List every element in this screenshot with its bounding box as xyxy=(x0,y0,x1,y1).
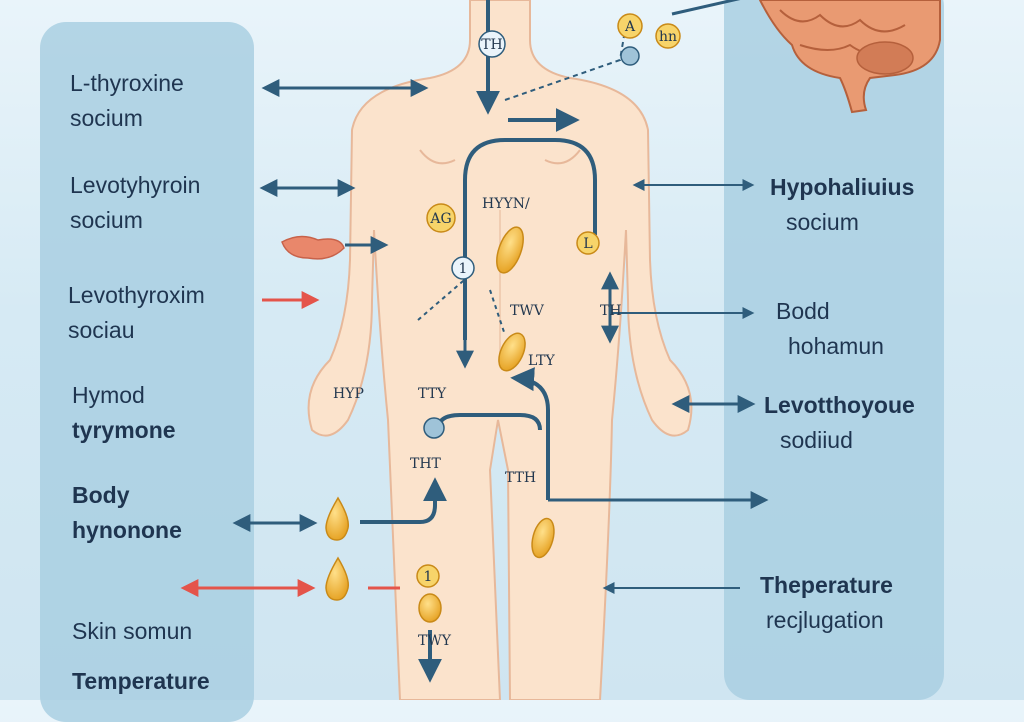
node-throat: TH xyxy=(478,30,506,58)
right-label-panel xyxy=(724,0,944,700)
brain-dashed-link xyxy=(504,29,626,101)
left-label-4: Hymod tyrymone xyxy=(72,378,176,448)
brain-pointer-line xyxy=(671,0,741,16)
chest-loop-line xyxy=(463,138,597,340)
thigh-up-arrow xyxy=(360,477,447,524)
mark-liver: TWV xyxy=(510,303,545,319)
mark-hip-left: TTY xyxy=(418,386,447,402)
right-label-1-line2: socium xyxy=(786,209,859,235)
left-label-2-line2: socium xyxy=(70,207,143,233)
mark-chest: HYYN/ xyxy=(482,196,530,212)
thyroid-organ-left xyxy=(281,235,345,260)
left-label-1: L-thyroxine socium xyxy=(70,66,184,136)
mark-arm-right: TH xyxy=(600,303,622,319)
mark-gut: LTY xyxy=(528,353,555,369)
left-label-7: Temperature xyxy=(72,664,210,699)
gland-thigh xyxy=(531,517,555,559)
left-label-3-line1: Levothyroxim xyxy=(68,282,205,308)
left-label-4-line1: Hymod xyxy=(72,382,145,408)
mark-thigh-right: TTH xyxy=(505,470,536,486)
right-label-4-line2: recjlugation xyxy=(766,607,884,633)
right-label-4: Theperature recjlugation xyxy=(760,568,893,638)
left-label-1-line1: L-thyroxine xyxy=(70,70,184,96)
left-label-6: Skin somun xyxy=(72,614,192,649)
node-hip xyxy=(423,417,445,439)
svg-text:AG: AG xyxy=(429,211,451,227)
svg-text:A: A xyxy=(624,19,636,35)
left-label-5-line2: hynonone xyxy=(72,517,182,543)
svg-text:L: L xyxy=(583,236,592,252)
left-label-4-line2: tyrymone xyxy=(72,417,176,443)
gland-gut xyxy=(498,332,526,372)
badge-left: AG xyxy=(426,203,456,233)
badge-center: 1 xyxy=(451,256,475,280)
left-label-1-line2: socium xyxy=(70,105,143,131)
droplet-2 xyxy=(325,556,350,601)
svg-text:hn: hn xyxy=(659,29,677,45)
node-brain xyxy=(620,46,640,66)
left-label-3-line2: sociau xyxy=(68,317,135,343)
right-label-2: Bodd hohamun xyxy=(776,294,884,364)
svg-text:TH: TH xyxy=(481,37,503,53)
right-label-2-line2: hohamun xyxy=(788,333,884,359)
right-label-3: Levotthoyoue sodiiud xyxy=(764,388,915,458)
left-label-2: Levotyhyroin socium xyxy=(70,168,200,238)
gland-chest xyxy=(496,226,524,274)
droplet-1 xyxy=(325,496,350,541)
mark-hand-left: HYP xyxy=(333,386,364,402)
mark-knee: TWY xyxy=(418,633,452,649)
right-label-3-line2: sodiiud xyxy=(780,427,853,453)
badge-brain-a: A xyxy=(617,13,643,39)
right-label-1-line1: Hypohaliuius xyxy=(770,174,915,200)
body-diagram: AG L 1 1 A hn TH HYYN/ TWV LTY TTY THT T… xyxy=(180,0,941,700)
svg-text:1: 1 xyxy=(424,569,433,585)
center-dashed-link xyxy=(417,274,506,336)
left-label-5-line1: Body xyxy=(72,482,130,508)
badge-knee: 1 xyxy=(416,564,440,588)
badge-brain-b: hn xyxy=(655,23,681,49)
right-label-1: Hypohaliuius socium xyxy=(770,170,914,240)
left-label-5: Body hynonone xyxy=(72,478,182,548)
left-label-3: Levothyroxim sociau xyxy=(68,278,205,348)
brain-illustration xyxy=(758,0,941,114)
right-label-3-line1: Levotthoyoue xyxy=(764,392,915,418)
left-label-7-line1: Temperature xyxy=(72,668,210,694)
left-label-6-line1: Skin somun xyxy=(72,618,193,644)
right-label-2-line1: Bodd xyxy=(776,298,830,324)
left-label-2-line1: Levotyhyroin xyxy=(70,172,201,198)
left-label-panel xyxy=(40,22,254,722)
gut-return-arrow xyxy=(510,367,550,500)
gland-knee xyxy=(418,593,442,623)
badge-arm: L xyxy=(576,231,600,255)
right-label-4-line1: Theperature xyxy=(760,572,893,598)
svg-text:1: 1 xyxy=(459,261,468,277)
mark-hip-right: THT xyxy=(410,456,442,472)
